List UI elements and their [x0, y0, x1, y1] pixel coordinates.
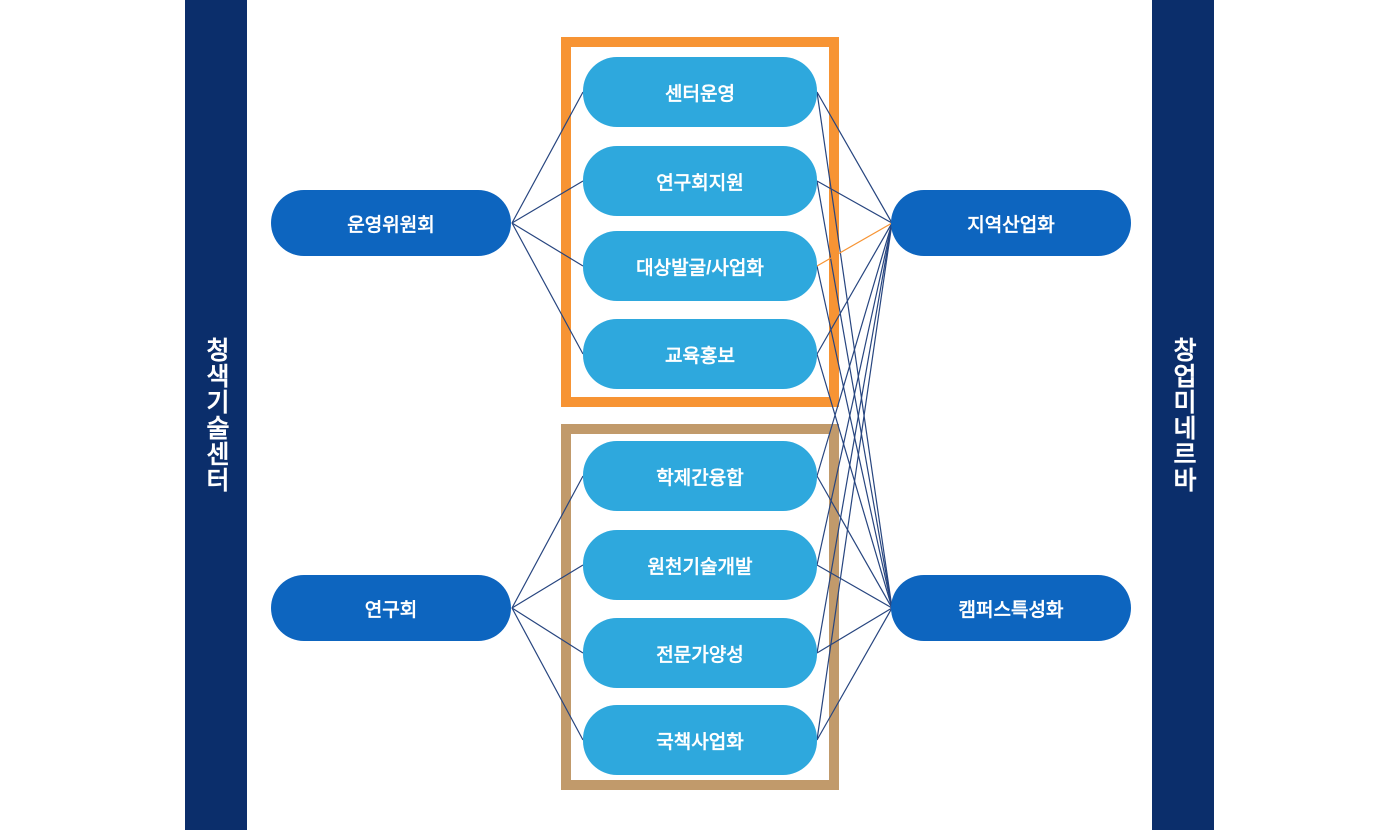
node-research-society[interactable]: 연구회	[271, 575, 511, 641]
node-regional-industrialization[interactable]: 지역산업화	[891, 190, 1131, 256]
sub-node-core-technology-development[interactable]: 원천기술개발	[583, 530, 817, 600]
sub-node-research-support[interactable]: 연구회지원	[583, 146, 817, 216]
left-rail-label: 청색기술센터	[202, 337, 230, 493]
left-rail: 청색기술센터	[185, 0, 247, 830]
sub-node-education-promotion[interactable]: 교육홍보	[583, 319, 817, 389]
node-campus-specialization[interactable]: 캠퍼스특성화	[891, 575, 1131, 641]
sub-node-expert-training[interactable]: 전문가양성	[583, 618, 817, 688]
sub-node-interdisciplinary-convergence[interactable]: 학제간융합	[583, 441, 817, 511]
sub-node-center-operation[interactable]: 센터운영	[583, 57, 817, 127]
sub-node-national-project-commercialization[interactable]: 국책사업화	[583, 705, 817, 775]
right-rail-label: 창업미네르바	[1169, 337, 1197, 493]
right-rail: 창업미네르바	[1152, 0, 1214, 830]
node-operating-committee[interactable]: 운영위원회	[271, 190, 511, 256]
sub-node-target-discovery-commercialization[interactable]: 대상발굴/사업화	[583, 231, 817, 301]
